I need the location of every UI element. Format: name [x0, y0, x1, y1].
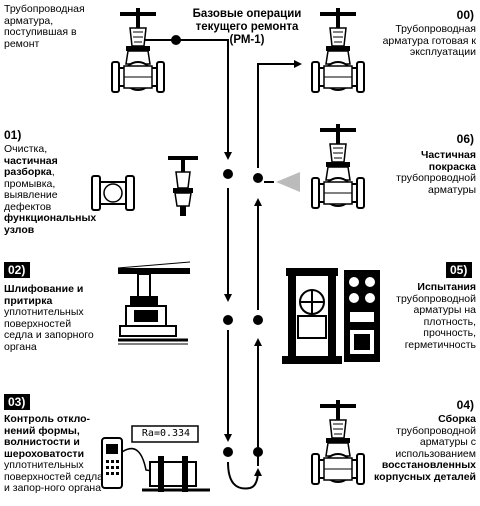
flow-line-end [257, 60, 302, 168]
readout-box [131, 425, 199, 443]
step-03-description: Контроль откло-нений формы, волнистости … [4, 413, 108, 495]
step-text-run: Трубопроводная арматура готовая к эксплу… [382, 23, 476, 58]
step-text-run: Частичная покраска [420, 149, 476, 173]
disassembly-illustration [91, 156, 198, 216]
valve-incoming-illustration [111, 7, 165, 93]
step-05-description: Испытания трубопроводной арматуры на пло… [384, 281, 476, 351]
step-text-run: Испытания [417, 281, 476, 293]
step-text-run: Контроль откло-нений формы, волнистости … [4, 413, 91, 460]
step-06-description: Частичная покраска трубопроводной армату… [382, 149, 476, 196]
test-stand-illustration [282, 268, 380, 364]
step-01-description: Очистка, частичная разборка, промывка, в… [4, 143, 96, 236]
valve-ready-illustration [311, 7, 365, 93]
step-02-number: 02) [4, 262, 31, 278]
step-04-description: Сборка трубопроводной арматуры с использ… [372, 413, 476, 483]
step-00-right-number: 00) [456, 8, 474, 22]
legend-dot [171, 35, 181, 45]
step-03-number: 03) [4, 394, 31, 410]
step-text-run: восстановленных корпусных деталей [374, 459, 476, 483]
step-text-run: уплотнительных поверхностей седла и запо… [4, 306, 94, 353]
step-02-description: Шлифование и притирка уплотнительных пов… [4, 283, 100, 353]
step-text-run: уплотнительных поверхностей седла и запо… [4, 459, 103, 494]
step-text-run: , промывка, выявление дефектов [4, 166, 58, 213]
grinding-machine-illustration [117, 261, 191, 345]
valve-assembly-illustration [311, 399, 365, 485]
flow-line-start [135, 39, 232, 160]
step-06-number: 06) [456, 132, 474, 146]
step-text-run: Сборка [438, 413, 476, 425]
diagram-title: Базовые операции текущего ремонта (РМ-1) [192, 8, 302, 46]
spray-cone [276, 172, 300, 192]
step-01-number: 01) [4, 128, 22, 142]
step-text-run: частичная разборка [4, 154, 58, 178]
step-05-number: 05) [446, 262, 473, 278]
step-text-run: трубопроводной арматуры с использованием [395, 424, 476, 460]
roughness-readout: Ra=0.334 [141, 428, 191, 439]
valve-painting-illustration [311, 123, 365, 209]
step-text-run: Шлифование и притирка [4, 283, 84, 307]
step-00-left-description: Трубопроводная арматура, поступившая в р… [4, 3, 102, 50]
step-text-run: трубопроводной арматуры [396, 172, 476, 196]
step-00-right-description: Трубопроводная арматура готовая к эксплу… [378, 23, 476, 59]
step-04-number: 04) [456, 398, 474, 412]
roughness-tester-illustration [101, 425, 210, 492]
step-text-run: функциональных узлов [4, 212, 97, 236]
step-text-run: трубопроводной арматуры на плотность, пр… [396, 292, 476, 351]
step-text-run: Очистка, [4, 143, 48, 155]
step-text-run: Трубопроводная арматура, поступившая в р… [4, 3, 85, 50]
flow-line-turn [227, 461, 262, 490]
step-00-left-text: Трубопроводная арматура, поступившая в р… [4, 3, 102, 50]
